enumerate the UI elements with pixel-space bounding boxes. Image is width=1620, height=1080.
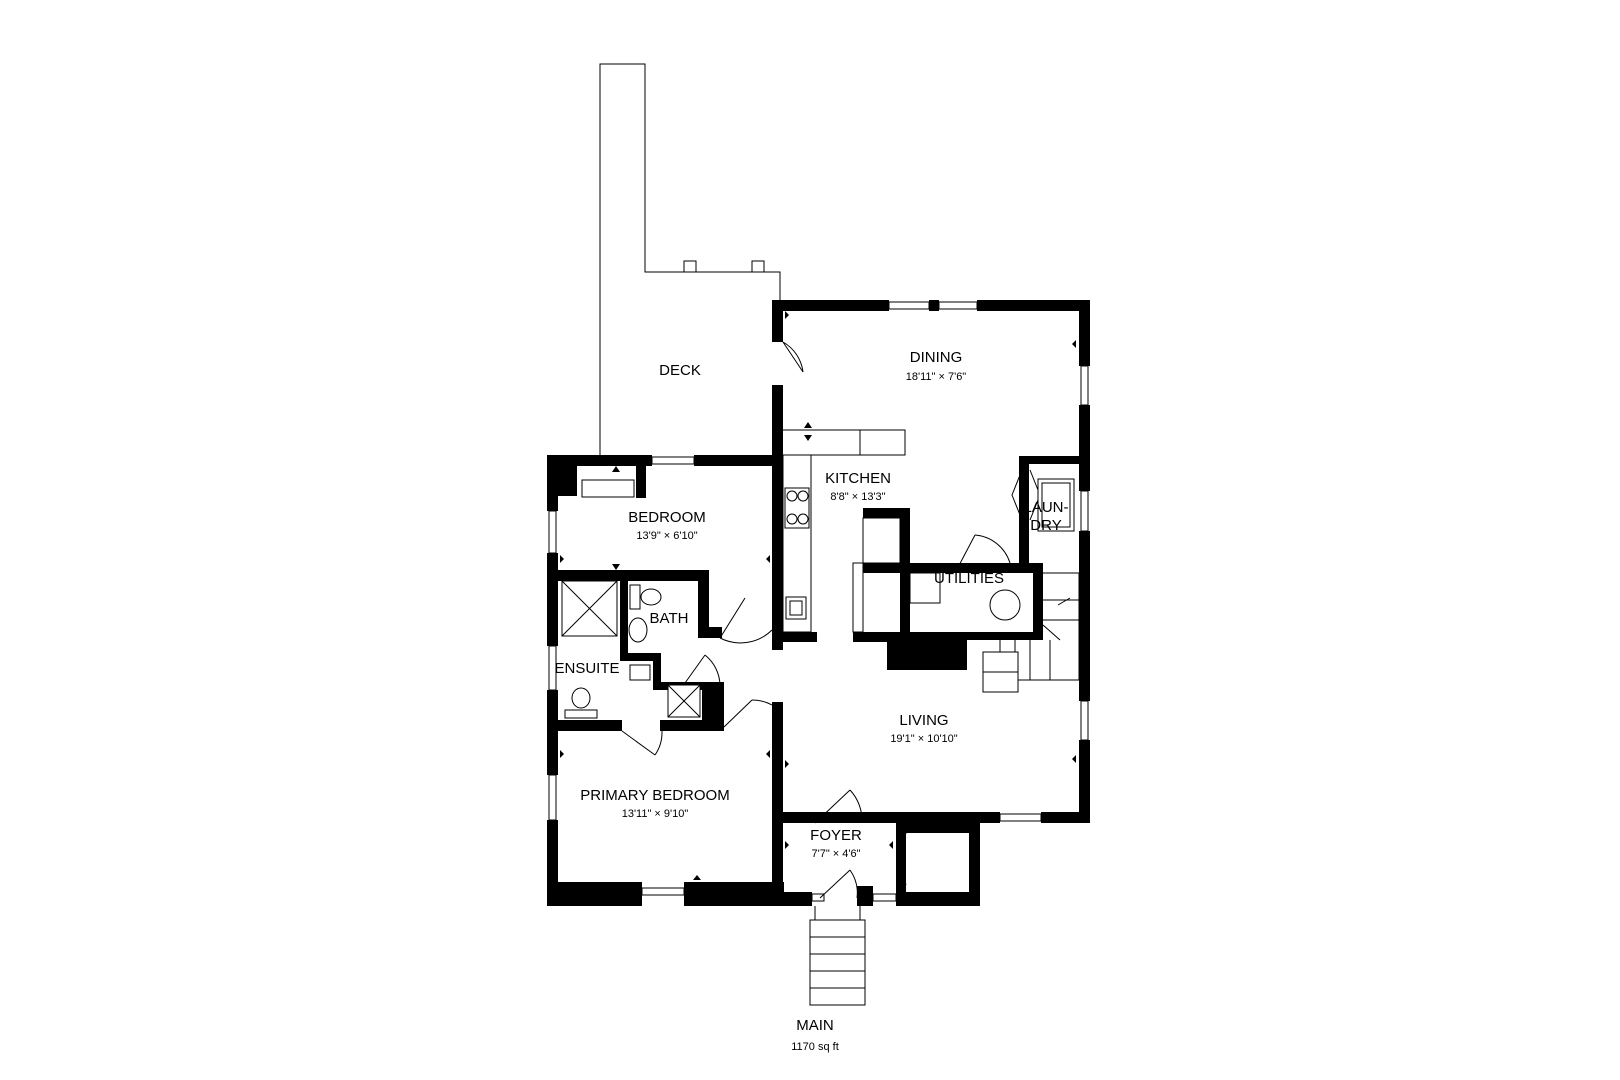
primary-bedroom-dims: 13'11" × 9'10"	[622, 808, 689, 820]
primary-bedroom-label: PRIMARY BEDROOM	[580, 787, 729, 804]
laundry-label-line1: LAUN-	[1023, 499, 1068, 516]
deck-outline	[599, 63, 781, 455]
dining-dims: 18'11" × 7'6"	[906, 371, 967, 383]
laundry-label-line2: DRY	[1030, 517, 1061, 534]
stairs	[809, 572, 1080, 1006]
ensuite-label: ENSUITE	[554, 660, 619, 677]
floor-area: 1170 sq ft	[791, 1041, 839, 1053]
dimension-ticks	[560, 311, 1076, 880]
dining-label: DINING	[910, 349, 963, 366]
foyer-label: FOYER	[810, 827, 862, 844]
windows	[548, 301, 1089, 902]
bath-fixtures	[561, 478, 1075, 719]
floor-name: MAIN	[796, 1017, 834, 1034]
kitchen-dims: 8'8" × 13'3"	[830, 491, 885, 503]
utilities-label: UTILITIES	[934, 570, 1004, 587]
kitchen-label: KITCHEN	[825, 470, 891, 487]
living-label: LIVING	[899, 712, 948, 729]
foyer-dims: 7'7" × 4'6"	[811, 848, 860, 860]
kitchen-fixtures	[782, 429, 1021, 633]
bath-label: BATH	[650, 610, 689, 627]
deck-label: DECK	[659, 362, 701, 379]
bedroom-dims: 13'9" × 6'10"	[636, 530, 697, 542]
room-labels: DECK DINING 18'11" × 7'6" KITCHEN 8'8" ×…	[554, 349, 1068, 1053]
bedroom-label: BEDROOM	[628, 509, 706, 526]
living-dims: 19'1" × 10'10"	[890, 733, 957, 745]
walls	[547, 300, 1090, 906]
